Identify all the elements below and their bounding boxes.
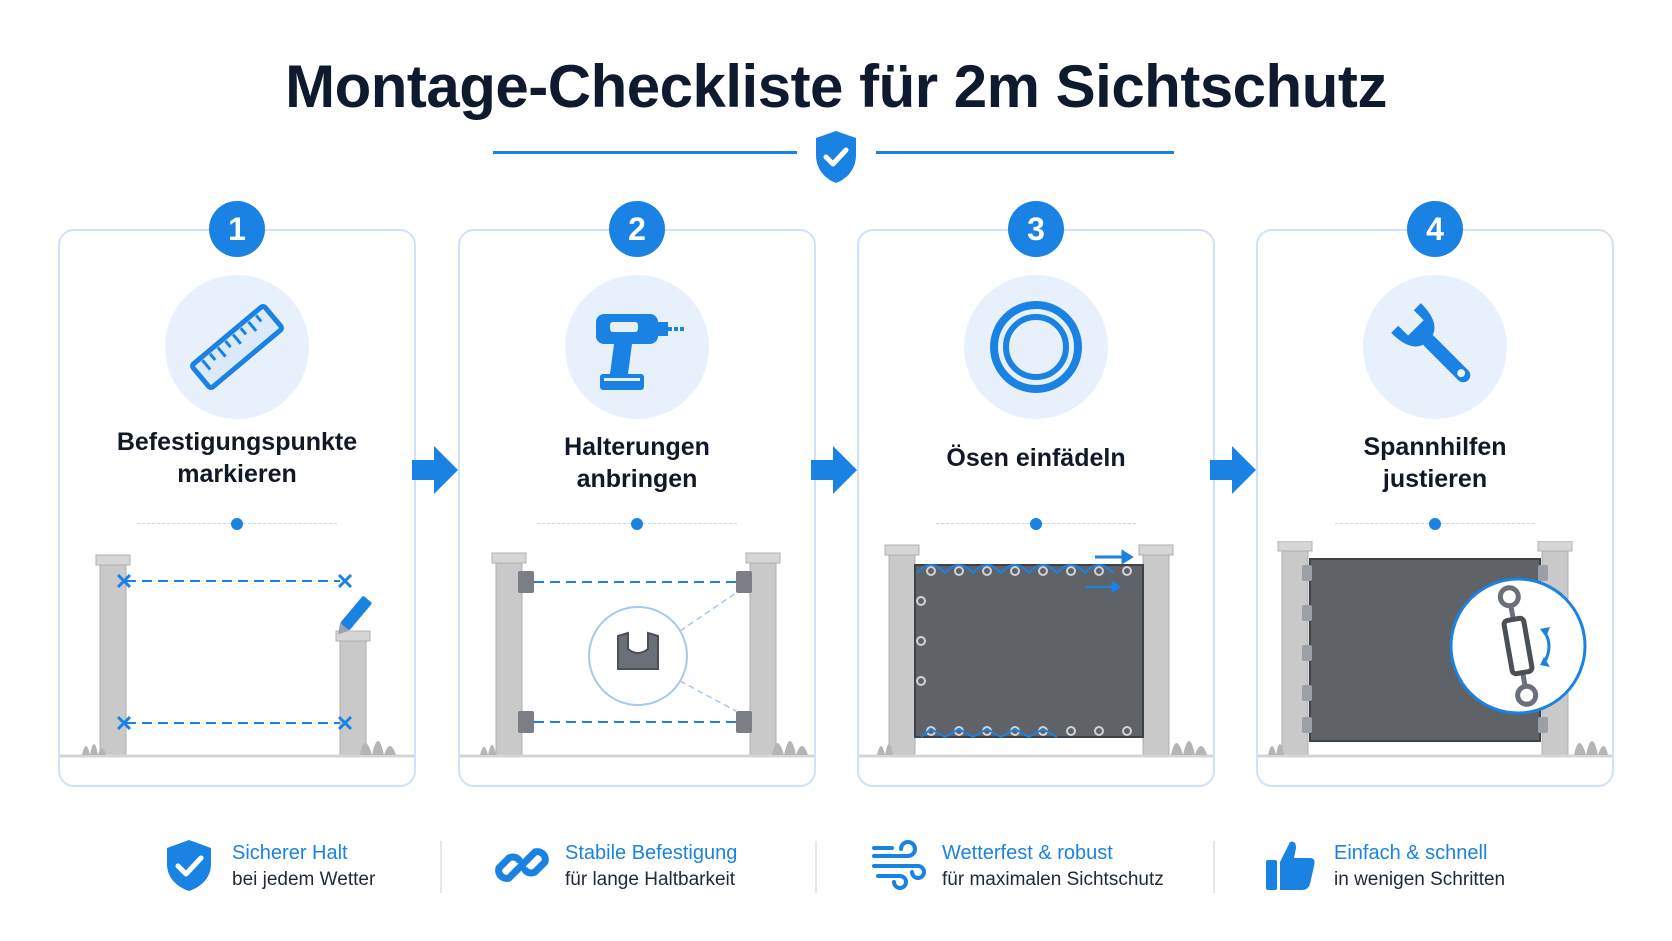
step-divider	[936, 518, 1136, 530]
step-label-line1: Halterungen	[564, 433, 710, 461]
step-label-line1: Befestigungspunkte	[116, 428, 358, 456]
feature-bar: Sicherer Halt bei jedem Wetter Stabile B…	[0, 832, 1672, 912]
feature-heading: Sicherer Halt	[232, 842, 348, 864]
step-divider	[1335, 518, 1535, 530]
feature-separator	[815, 841, 817, 893]
feature-heading: Einfach & schnell	[1334, 842, 1488, 864]
feature-subtext: für maximalen Sichtschutz	[942, 869, 1164, 890]
shield-check-icon	[816, 131, 856, 183]
feature-subtext: für lange Haltbarkeit	[565, 869, 736, 890]
wrench-icon	[1391, 303, 1471, 383]
step-label: Spannhilfen justieren	[1268, 431, 1602, 495]
feature-heading: Stabile Befestigung	[565, 842, 738, 864]
step-card-3: 3 Ösen einfädeln	[857, 201, 1215, 787]
step-label-line1: Spannhilfen	[1363, 433, 1507, 461]
step-number-badge: 3	[1008, 201, 1064, 257]
step-label-line1: Ösen einfädeln	[946, 444, 1126, 472]
step-icon-circle	[964, 275, 1108, 419]
feature-subtext: in wenigen Schritten	[1334, 869, 1506, 890]
step-label: Ösen einfädeln	[869, 442, 1203, 474]
drill-icon	[596, 314, 686, 390]
step-arrow-icon	[412, 446, 458, 494]
step-divider	[537, 518, 737, 530]
step-card-2: 2 Halterungen anbringen	[458, 201, 816, 787]
marking-illustration	[60, 554, 414, 758]
step-label-line2: markieren	[177, 460, 297, 488]
feature-heading: Wetterfest & robust	[942, 842, 1113, 864]
step-label-line2: anbringen	[576, 465, 698, 493]
feature-separator	[440, 841, 442, 893]
step-label: Befestigungspunkte markieren	[70, 426, 404, 490]
step-arrow-icon	[1210, 446, 1256, 494]
step-label: Halterungen anbringen	[470, 431, 804, 495]
chain-link-icon	[495, 848, 549, 882]
grommet-threading-illustration	[859, 544, 1213, 758]
step-icon-circle	[1363, 275, 1507, 419]
bracket-illustration	[460, 552, 814, 758]
shield-check-icon	[167, 840, 211, 891]
step-card-4: 4 Spannhilfen justieren	[1256, 201, 1614, 787]
wind-icon	[872, 840, 926, 890]
step-number-badge: 4	[1407, 201, 1463, 257]
step-divider	[137, 518, 337, 530]
step-number-badge: 2	[609, 201, 665, 257]
page-title: Montage-Checkliste für 2m Sichtschutz	[285, 53, 1387, 120]
step-icon-circle	[165, 275, 309, 419]
feature-separator	[1213, 841, 1215, 893]
step-number-badge: 1	[209, 201, 265, 257]
step-arrow-icon	[811, 446, 857, 494]
grommet-icon	[990, 301, 1082, 393]
step-icon-circle	[565, 275, 709, 419]
feature-subtext: bei jedem Wetter	[232, 869, 376, 890]
step-label-line2: justieren	[1382, 465, 1488, 493]
title-rule-left	[493, 151, 797, 154]
step-card-1: 1 Befestigungspunkte markieren	[58, 201, 416, 787]
tensioner-illustration	[1258, 541, 1612, 758]
title-rule-right	[876, 151, 1174, 154]
thumbs-up-icon	[1266, 841, 1315, 890]
ruler-icon	[190, 304, 284, 390]
